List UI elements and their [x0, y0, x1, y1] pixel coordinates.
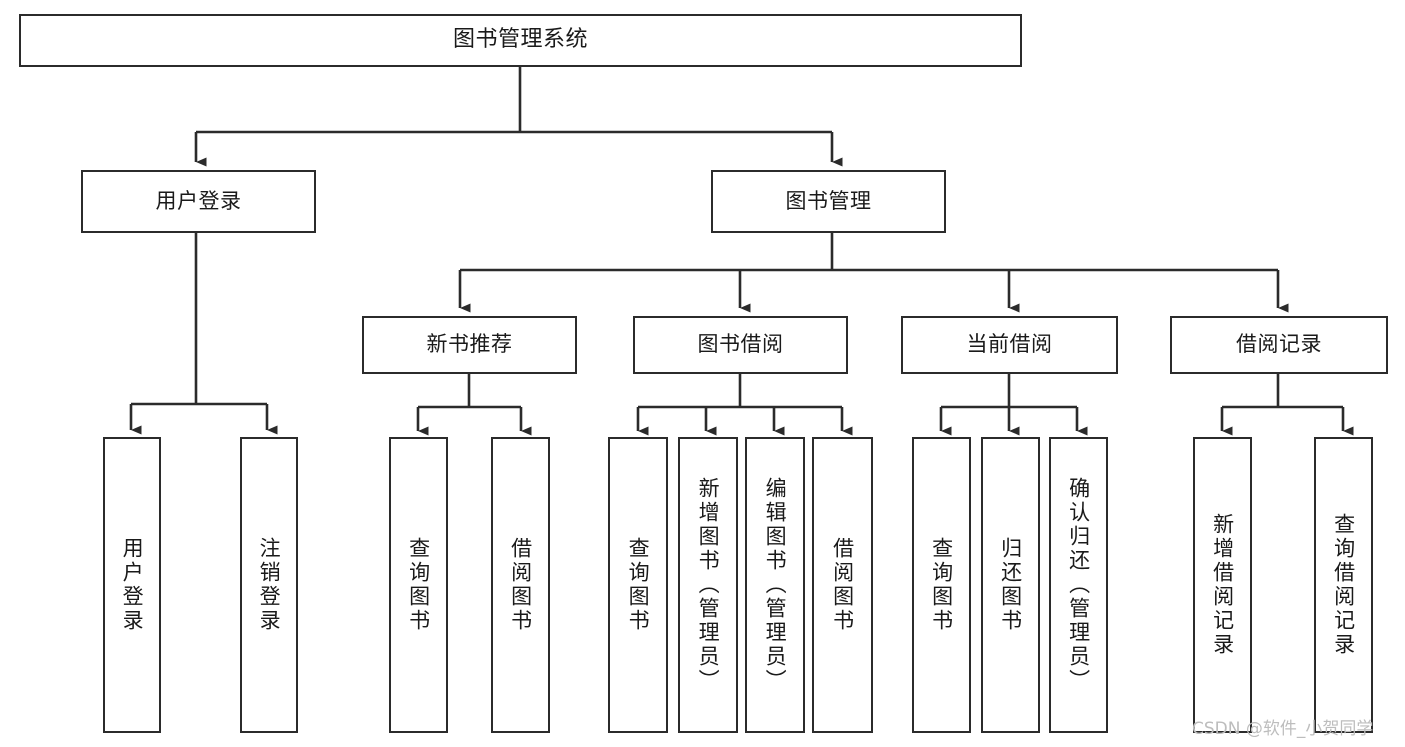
leaf-label: 注销登录 — [257, 537, 282, 633]
node-new-book-recommend[interactable]: 新书推荐 — [362, 316, 577, 374]
leaf-label: 确认归还（管理员） — [1066, 477, 1091, 693]
leaf-user-login-signin[interactable]: 用户登录 — [103, 437, 161, 733]
leaf-borrow-query-book[interactable]: 查询图书 — [608, 437, 668, 733]
node-new-book-recommend-label: 新书推荐 — [426, 332, 513, 357]
node-user-login[interactable]: 用户登录 — [81, 170, 316, 233]
leaf-borrow-borrow-book[interactable]: 借阅图书 — [812, 437, 873, 733]
leaf-label: 查询图书 — [626, 537, 651, 633]
leaf-label: 新增图书（管理员） — [696, 477, 721, 693]
leaf-user-login-signout[interactable]: 注销登录 — [240, 437, 298, 733]
leaf-borrow-add-book-admin[interactable]: 新增图书（管理员） — [678, 437, 738, 733]
csdn-watermark: CSDN @软件_小贺同学 — [1192, 719, 1374, 739]
node-user-login-label: 用户登录 — [155, 188, 242, 213]
leaf-label: 查询图书 — [406, 537, 431, 633]
leaf-current-query-book[interactable]: 查询图书 — [912, 437, 971, 733]
leaf-label: 查询图书 — [929, 537, 954, 633]
leaf-new-book-borrow[interactable]: 借阅图书 — [491, 437, 550, 733]
node-book-management[interactable]: 图书管理 — [711, 170, 946, 233]
node-root-label: 图书管理系统 — [452, 27, 588, 53]
node-borrow-record-label: 借阅记录 — [1236, 332, 1322, 357]
node-root[interactable]: 图书管理系统 — [19, 14, 1022, 67]
leaf-label: 用户登录 — [120, 537, 145, 633]
leaf-record-query[interactable]: 查询借阅记录 — [1314, 437, 1373, 733]
leaf-label: 归还图书 — [998, 537, 1023, 633]
leaf-current-confirm-return-admin[interactable]: 确认归还（管理员） — [1049, 437, 1108, 733]
leaf-borrow-edit-book-admin[interactable]: 编辑图书（管理员） — [745, 437, 805, 733]
leaf-new-book-query[interactable]: 查询图书 — [389, 437, 448, 733]
leaf-current-return-book[interactable]: 归还图书 — [981, 437, 1040, 733]
leaf-label: 新增借阅记录 — [1210, 513, 1235, 657]
node-book-borrow[interactable]: 图书借阅 — [633, 316, 848, 374]
leaf-label: 借阅图书 — [830, 537, 855, 633]
node-book-borrow-label: 图书借阅 — [697, 332, 784, 357]
node-borrow-record[interactable]: 借阅记录 — [1170, 316, 1388, 374]
leaf-label: 查询借阅记录 — [1331, 513, 1356, 657]
node-book-management-label: 图书管理 — [785, 188, 872, 213]
node-current-borrow[interactable]: 当前借阅 — [901, 316, 1118, 374]
node-current-borrow-label: 当前借阅 — [966, 332, 1053, 357]
leaf-label: 借阅图书 — [508, 537, 533, 633]
leaf-label: 编辑图书（管理员） — [763, 477, 788, 693]
leaf-record-add[interactable]: 新增借阅记录 — [1193, 437, 1252, 733]
